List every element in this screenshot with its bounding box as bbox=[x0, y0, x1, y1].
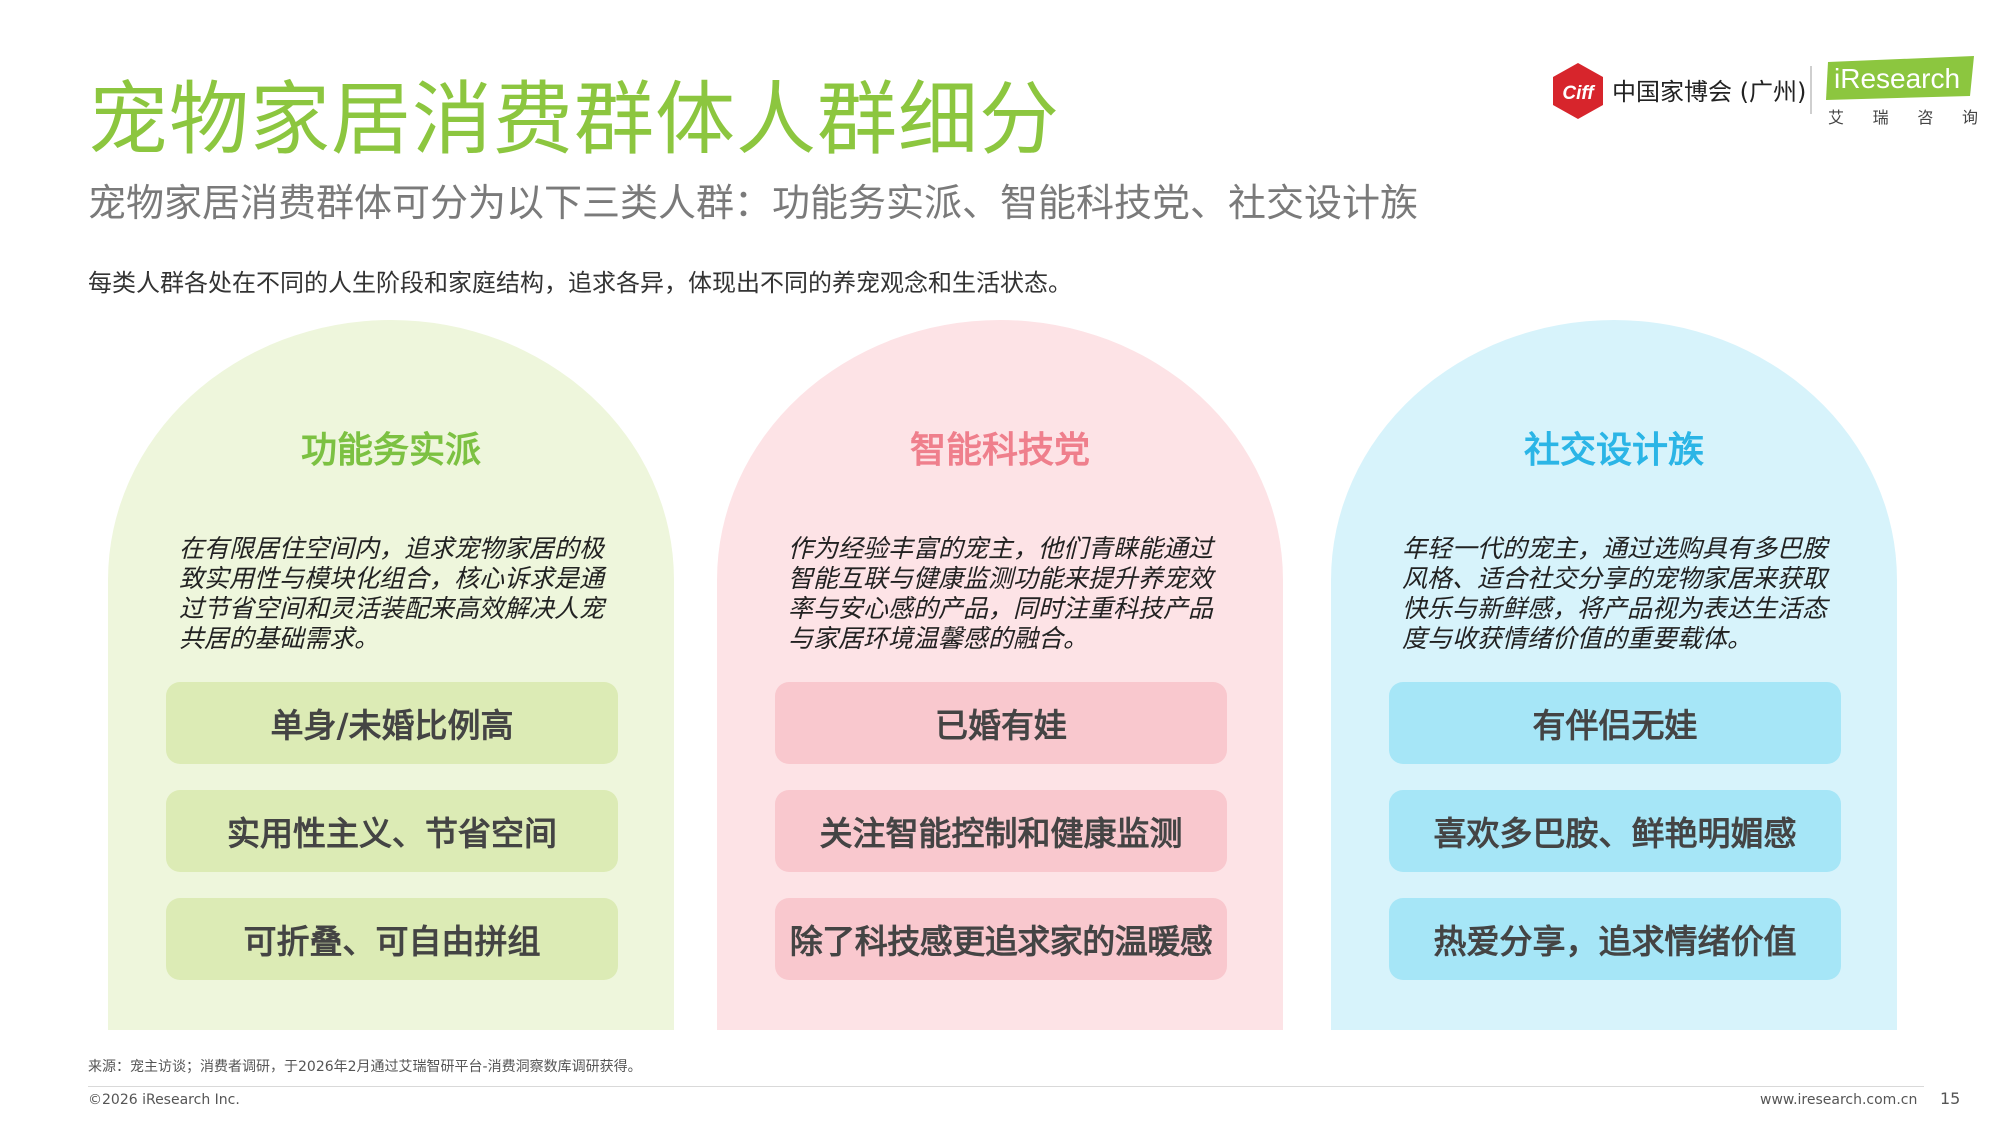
group-tag: 可折叠、可自由拼组 bbox=[166, 898, 618, 980]
logo-divider bbox=[1810, 66, 1812, 114]
iresearch-sub-char: 询 bbox=[1961, 108, 1978, 127]
copyright: ©2026 iResearch Inc. bbox=[88, 1092, 240, 1108]
iresearch-sub-char: 咨 bbox=[1917, 108, 1934, 127]
group-tag: 关注智能控制和健康监测 bbox=[775, 790, 1227, 872]
website-link[interactable]: www.iresearch.com.cn bbox=[1760, 1092, 1918, 1108]
group-tag: 有伴侣无娃 bbox=[1389, 682, 1841, 764]
source-note: 来源：宠主访谈；消费者调研，于2026年2月通过艾瑞智研平台-消费洞察数库调研获… bbox=[88, 1059, 642, 1075]
group-tag: 实用性主义、节省空间 bbox=[166, 790, 618, 872]
group-title: 社交设计族 bbox=[1523, 430, 1704, 471]
group-title: 功能务实派 bbox=[300, 430, 481, 471]
ciff-logo-mark: Ciff bbox=[1562, 83, 1595, 104]
iresearch-logo-mark: iResearch bbox=[1834, 63, 1960, 94]
group-tag: 喜欢多巴胺、鲜艳明媚感 bbox=[1389, 790, 1841, 872]
group-description: 年轻一代的宠主，通过选购具有多巴胺风格、适合社交分享的宠物家居来获取快乐与新鲜感… bbox=[1402, 534, 1828, 653]
iresearch-logo-subtitle: 艾 瑞 咨 询 bbox=[1828, 108, 1978, 128]
group-description: 在有限居住空间内，追求宠物家居的极致实用性与模块化组合，核心诉求是通过节省空间和… bbox=[179, 534, 605, 653]
iresearch-sub-char: 艾 bbox=[1828, 108, 1845, 127]
page-title: 宠物家居消费群体人群细分 bbox=[88, 73, 1060, 166]
intro-text: 每类人群各处在不同的人生阶段和家庭结构，追求各异，体现出不同的养宠观念和生活状态… bbox=[88, 269, 1072, 297]
group-card-functional: 功能务实派 在有限居住空间内，追求宠物家居的极致实用性与模块化组合，核心诉求是通… bbox=[108, 320, 674, 1030]
group-card-social-design: 社交设计族 年轻一代的宠主，通过选购具有多巴胺风格、适合社交分享的宠物家居来获取… bbox=[1331, 320, 1897, 1030]
iresearch-logo-icon: iResearch bbox=[1826, 56, 1974, 100]
footer-divider bbox=[88, 1086, 1924, 1087]
page-number: 15 bbox=[1940, 1089, 1961, 1108]
ciff-logo-icon: Ciff bbox=[1553, 63, 1603, 119]
group-card-smart-tech: 智能科技党 作为经验丰富的宠主，他们青睐能通过智能互联与健康监测功能来提升养宠效… bbox=[717, 320, 1283, 1030]
group-tag: 除了科技感更追求家的温暖感 bbox=[775, 898, 1227, 980]
group-title: 智能科技党 bbox=[909, 430, 1090, 471]
ciff-logo-text: 中国家博会 (广州) bbox=[1612, 78, 1807, 106]
iresearch-sub-char: 瑞 bbox=[1872, 108, 1889, 127]
group-tag: 已婚有娃 bbox=[775, 682, 1227, 764]
group-tag: 热爱分享，追求情绪价值 bbox=[1389, 898, 1841, 980]
group-description: 作为经验丰富的宠主，他们青睐能通过智能互联与健康监测功能来提升养宠效率与安心感的… bbox=[788, 534, 1214, 653]
page-subtitle: 宠物家居消费群体可分为以下三类人群：功能务实派、智能科技党、社交设计族 bbox=[88, 181, 1419, 225]
group-tag: 单身/未婚比例高 bbox=[166, 682, 618, 764]
